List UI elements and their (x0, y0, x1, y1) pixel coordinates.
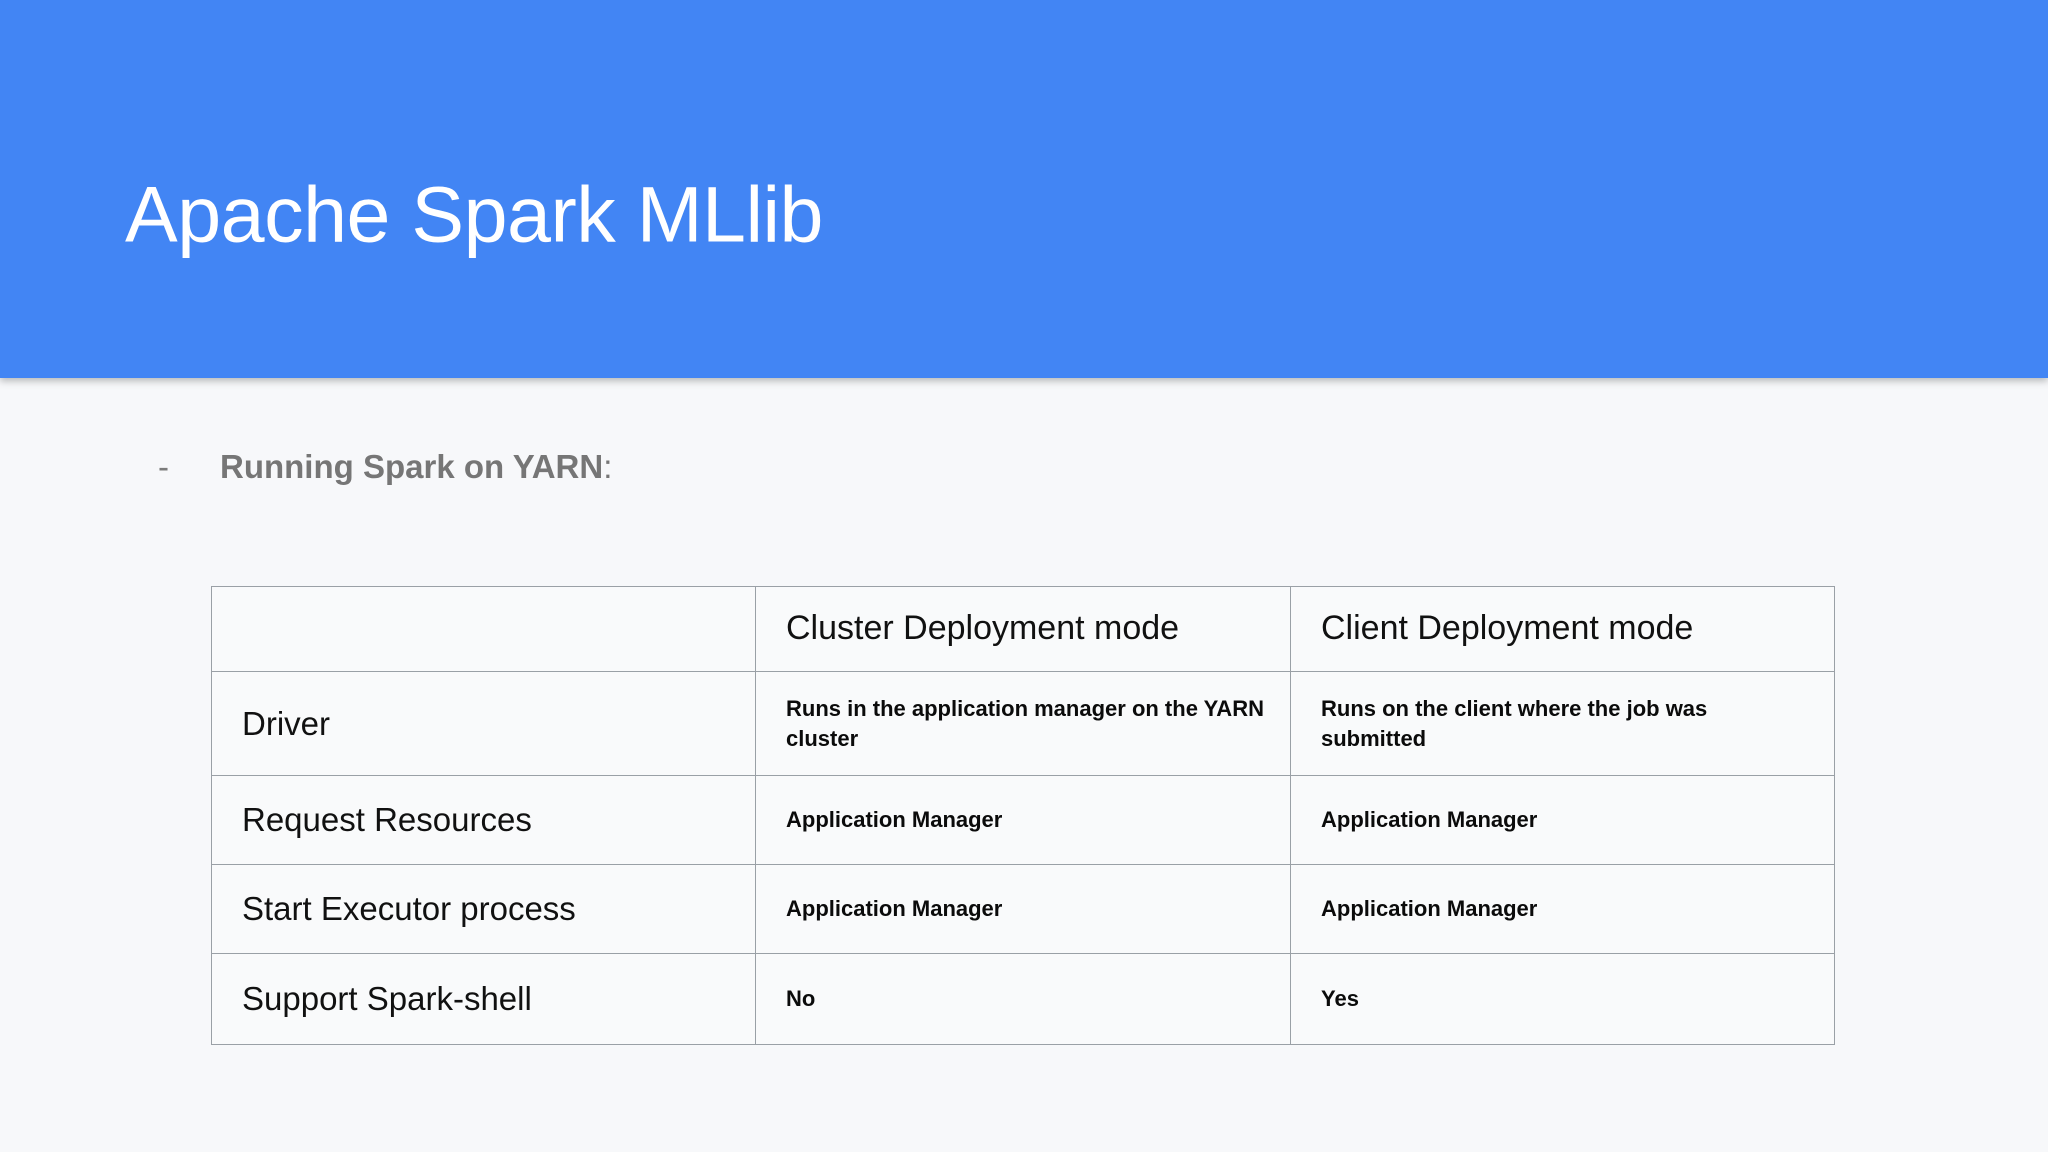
table-cell-row-label: Request Resources (211, 775, 756, 865)
table-cell-row-label: Support Spark-shell (211, 953, 756, 1045)
table-row: Driver Runs in the application manager o… (211, 671, 1835, 776)
cell-request-resources-cluster: Application Manager (786, 807, 1003, 833)
table-cell-cluster-value: No (755, 953, 1291, 1045)
table-header-cell-cluster: Cluster Deployment mode (755, 586, 1291, 672)
cell-start-executor-cluster: Application Manager (786, 896, 1003, 922)
table-cell-row-label: Driver (211, 671, 756, 776)
deployment-mode-comparison-table: Cluster Deployment mode Client Deploymen… (211, 586, 1835, 1045)
table-row: Start Executor process Application Manag… (211, 864, 1835, 954)
slide-header-band: Apache Spark MLlib (0, 0, 2048, 378)
table-cell-client-value: Runs on the client where the job was sub… (1290, 671, 1835, 776)
row-label-support-spark-shell: Support Spark-shell (242, 980, 532, 1018)
cell-request-resources-client: Application Manager (1321, 807, 1538, 833)
table-cell-client-value: Application Manager (1290, 864, 1835, 954)
table-cell-client-value: Yes (1290, 953, 1835, 1045)
table-header-cell-blank (211, 586, 756, 672)
table-cell-row-label: Start Executor process (211, 864, 756, 954)
table-header-row: Cluster Deployment mode Client Deploymen… (211, 586, 1835, 672)
bullet-item-running-spark-on-yarn: - Running Spark on YARN : (158, 450, 612, 483)
cell-driver-client: Runs on the client where the job was sub… (1321, 696, 1708, 751)
page-title: Apache Spark MLlib (125, 169, 824, 259)
cell-support-spark-shell-cluster: No (786, 986, 816, 1012)
table-row: Request Resources Application Manager Ap… (211, 775, 1835, 865)
table-cell-cluster-value: Runs in the application manager on the Y… (755, 671, 1291, 776)
row-label-driver: Driver (242, 704, 330, 742)
bullet-colon: : (603, 448, 613, 485)
table-header-client-label: Client Deployment mode (1321, 609, 1694, 648)
table-header-cluster-label: Cluster Deployment mode (786, 609, 1180, 648)
bullet-label: Running Spark on YARN (220, 448, 604, 485)
table-header-cell-client: Client Deployment mode (1290, 586, 1835, 672)
row-label-request-resources: Request Resources (242, 801, 532, 839)
table-cell-client-value: Application Manager (1290, 775, 1835, 865)
row-label-start-executor-process: Start Executor process (242, 890, 576, 928)
table-cell-cluster-value: Application Manager (755, 775, 1291, 865)
cell-driver-cluster: Runs in the application manager on the Y… (786, 696, 1264, 751)
table-cell-cluster-value: Application Manager (755, 864, 1291, 954)
table-row: Support Spark-shell No Yes (211, 953, 1835, 1045)
cell-start-executor-client: Application Manager (1321, 896, 1538, 922)
cell-support-spark-shell-client: Yes (1321, 986, 1359, 1012)
bullet-dash-marker: - (158, 448, 169, 485)
